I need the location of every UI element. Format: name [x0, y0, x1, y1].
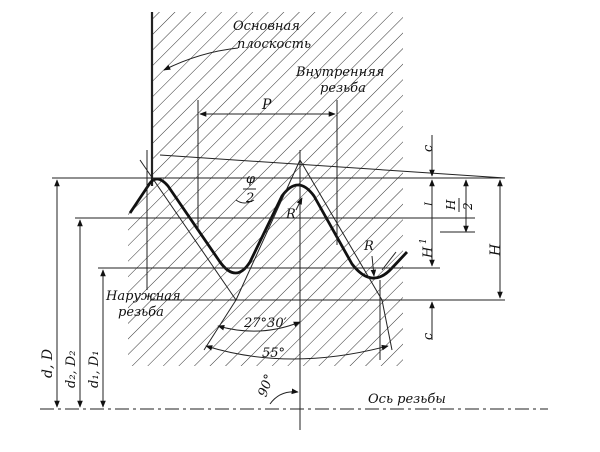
angle-flank-ext-left — [203, 299, 237, 351]
construction-line — [299, 159, 383, 301]
construction-line — [139, 159, 237, 301]
radius-bottom-leader-2 — [381, 251, 397, 271]
dim-c-top-label: c — [421, 144, 436, 152]
internal-thread-label-1: Внутренняя — [295, 65, 384, 80]
dim-d-label: d, D — [40, 349, 56, 378]
angle-27-label: 27°30′ — [243, 316, 287, 331]
half-angle-arc — [235, 199, 255, 204]
dim-H-label: H — [488, 243, 504, 257]
internal-thread-label-2: резьба — [320, 81, 366, 96]
angle-90-label: 90° — [256, 372, 278, 399]
pitch-label: P — [261, 97, 272, 113]
angle-90-arc — [269, 388, 299, 405]
internal-thread-hatch — [148, 12, 403, 279]
thread-profile-line — [128, 177, 409, 280]
radius-bottom-label: R — [363, 239, 374, 254]
basic-plane-label-1: Основная — [233, 19, 300, 34]
dim-h1-tick: I — [424, 201, 435, 207]
external-thread-label-2: резьба — [118, 305, 164, 320]
external-thread-label-1: Наружная — [105, 289, 181, 304]
radius-bottom-leader — [370, 255, 377, 277]
dim-h-half-numerator: H — [444, 199, 458, 211]
construction-line — [235, 159, 301, 301]
angle-flank-ext-right — [381, 299, 393, 351]
radius-top-label: R — [285, 207, 296, 222]
angle-27-arc — [217, 321, 301, 332]
external-thread-hatch — [128, 179, 403, 366]
basic-plane-leader — [163, 47, 239, 71]
angle-55-label: 55° — [262, 346, 285, 361]
radius-top-leader — [295, 197, 303, 211]
half-angle-denominator: 2 — [245, 191, 254, 206]
basic-plane-label-2: плоскость — [237, 37, 311, 52]
dim-d1-label: d₁, D₁ — [87, 351, 102, 388]
dim-h1-label: H — [421, 246, 436, 259]
top-H-line — [159, 154, 506, 179]
thread-axis-label: Ось резьбы — [368, 392, 446, 407]
dim-h-half-denominator: 2 — [461, 202, 475, 211]
dim-h1-sub: 1 — [419, 238, 429, 244]
half-angle-numerator: φ — [246, 172, 256, 187]
dim-d2-label: d₂, D₂ — [64, 351, 79, 388]
angle-55-arc — [205, 344, 389, 360]
dim-c-bottom-label: c — [421, 332, 436, 340]
